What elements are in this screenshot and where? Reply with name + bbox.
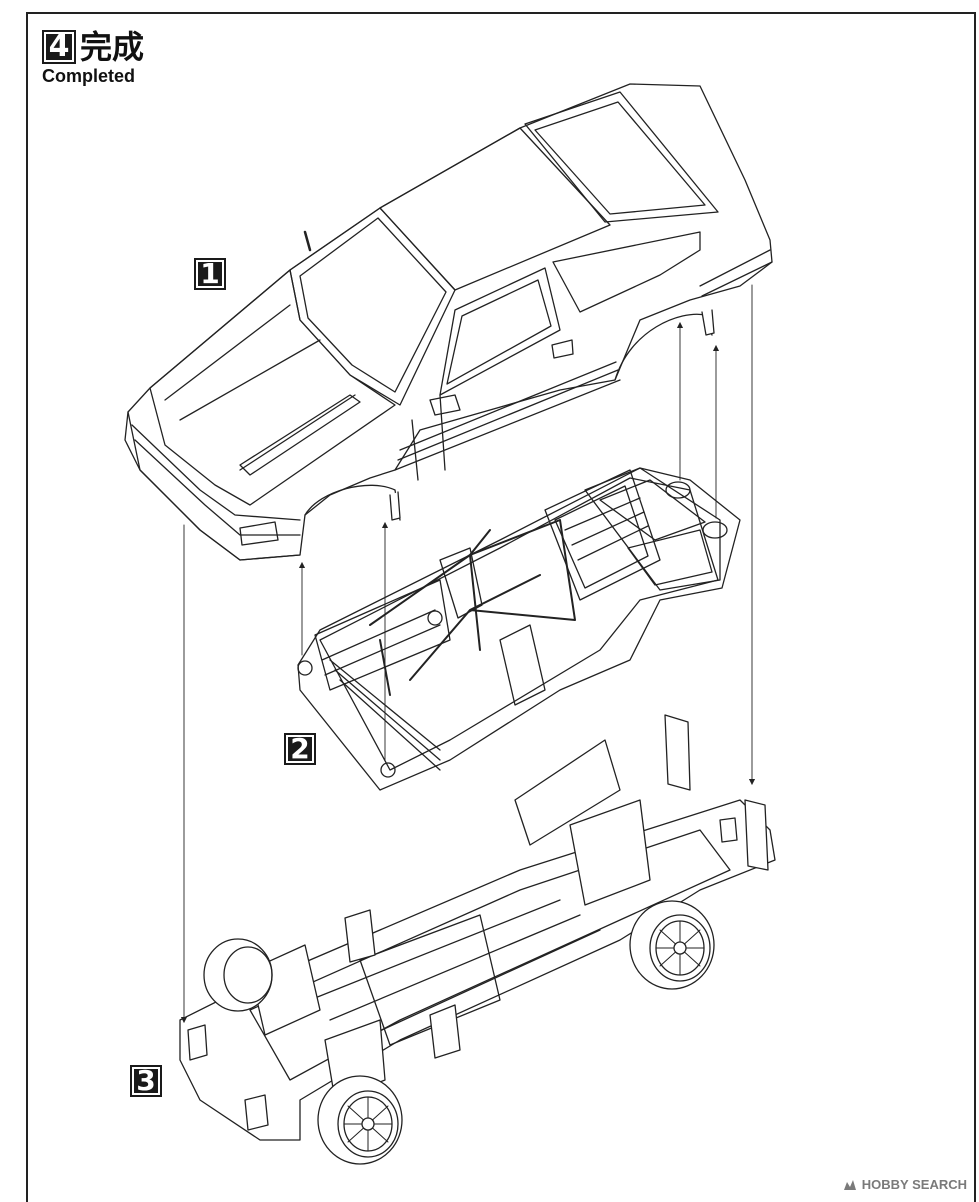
assembly-arrows bbox=[180, 284, 756, 1024]
car-body-illustration bbox=[124, 83, 773, 561]
step-title-row: 4 完成 bbox=[42, 30, 144, 64]
front-left-wheel bbox=[203, 938, 273, 1012]
step-title-jp: 完成 bbox=[80, 28, 145, 66]
part-label-3: 3 bbox=[130, 1065, 162, 1097]
step-header: 4 完成 Completed bbox=[42, 30, 144, 87]
step-title-en: Completed bbox=[42, 66, 136, 86]
watermark-text: HOBBY SEARCH bbox=[861, 1177, 967, 1192]
part-label-1: 1 bbox=[194, 258, 226, 290]
rear-right-wheel bbox=[629, 900, 715, 990]
watermark: HOBBY SEARCH bbox=[843, 1177, 967, 1192]
page-frame bbox=[26, 12, 976, 1202]
interior-tub-illustration bbox=[297, 467, 741, 791]
hobby-search-logo-icon bbox=[843, 1179, 856, 1190]
front-right-wheel bbox=[317, 1075, 403, 1165]
step-number-badge: 4 bbox=[42, 30, 76, 64]
chassis-illustration bbox=[179, 714, 776, 1165]
part-label-2: 2 bbox=[284, 733, 316, 765]
